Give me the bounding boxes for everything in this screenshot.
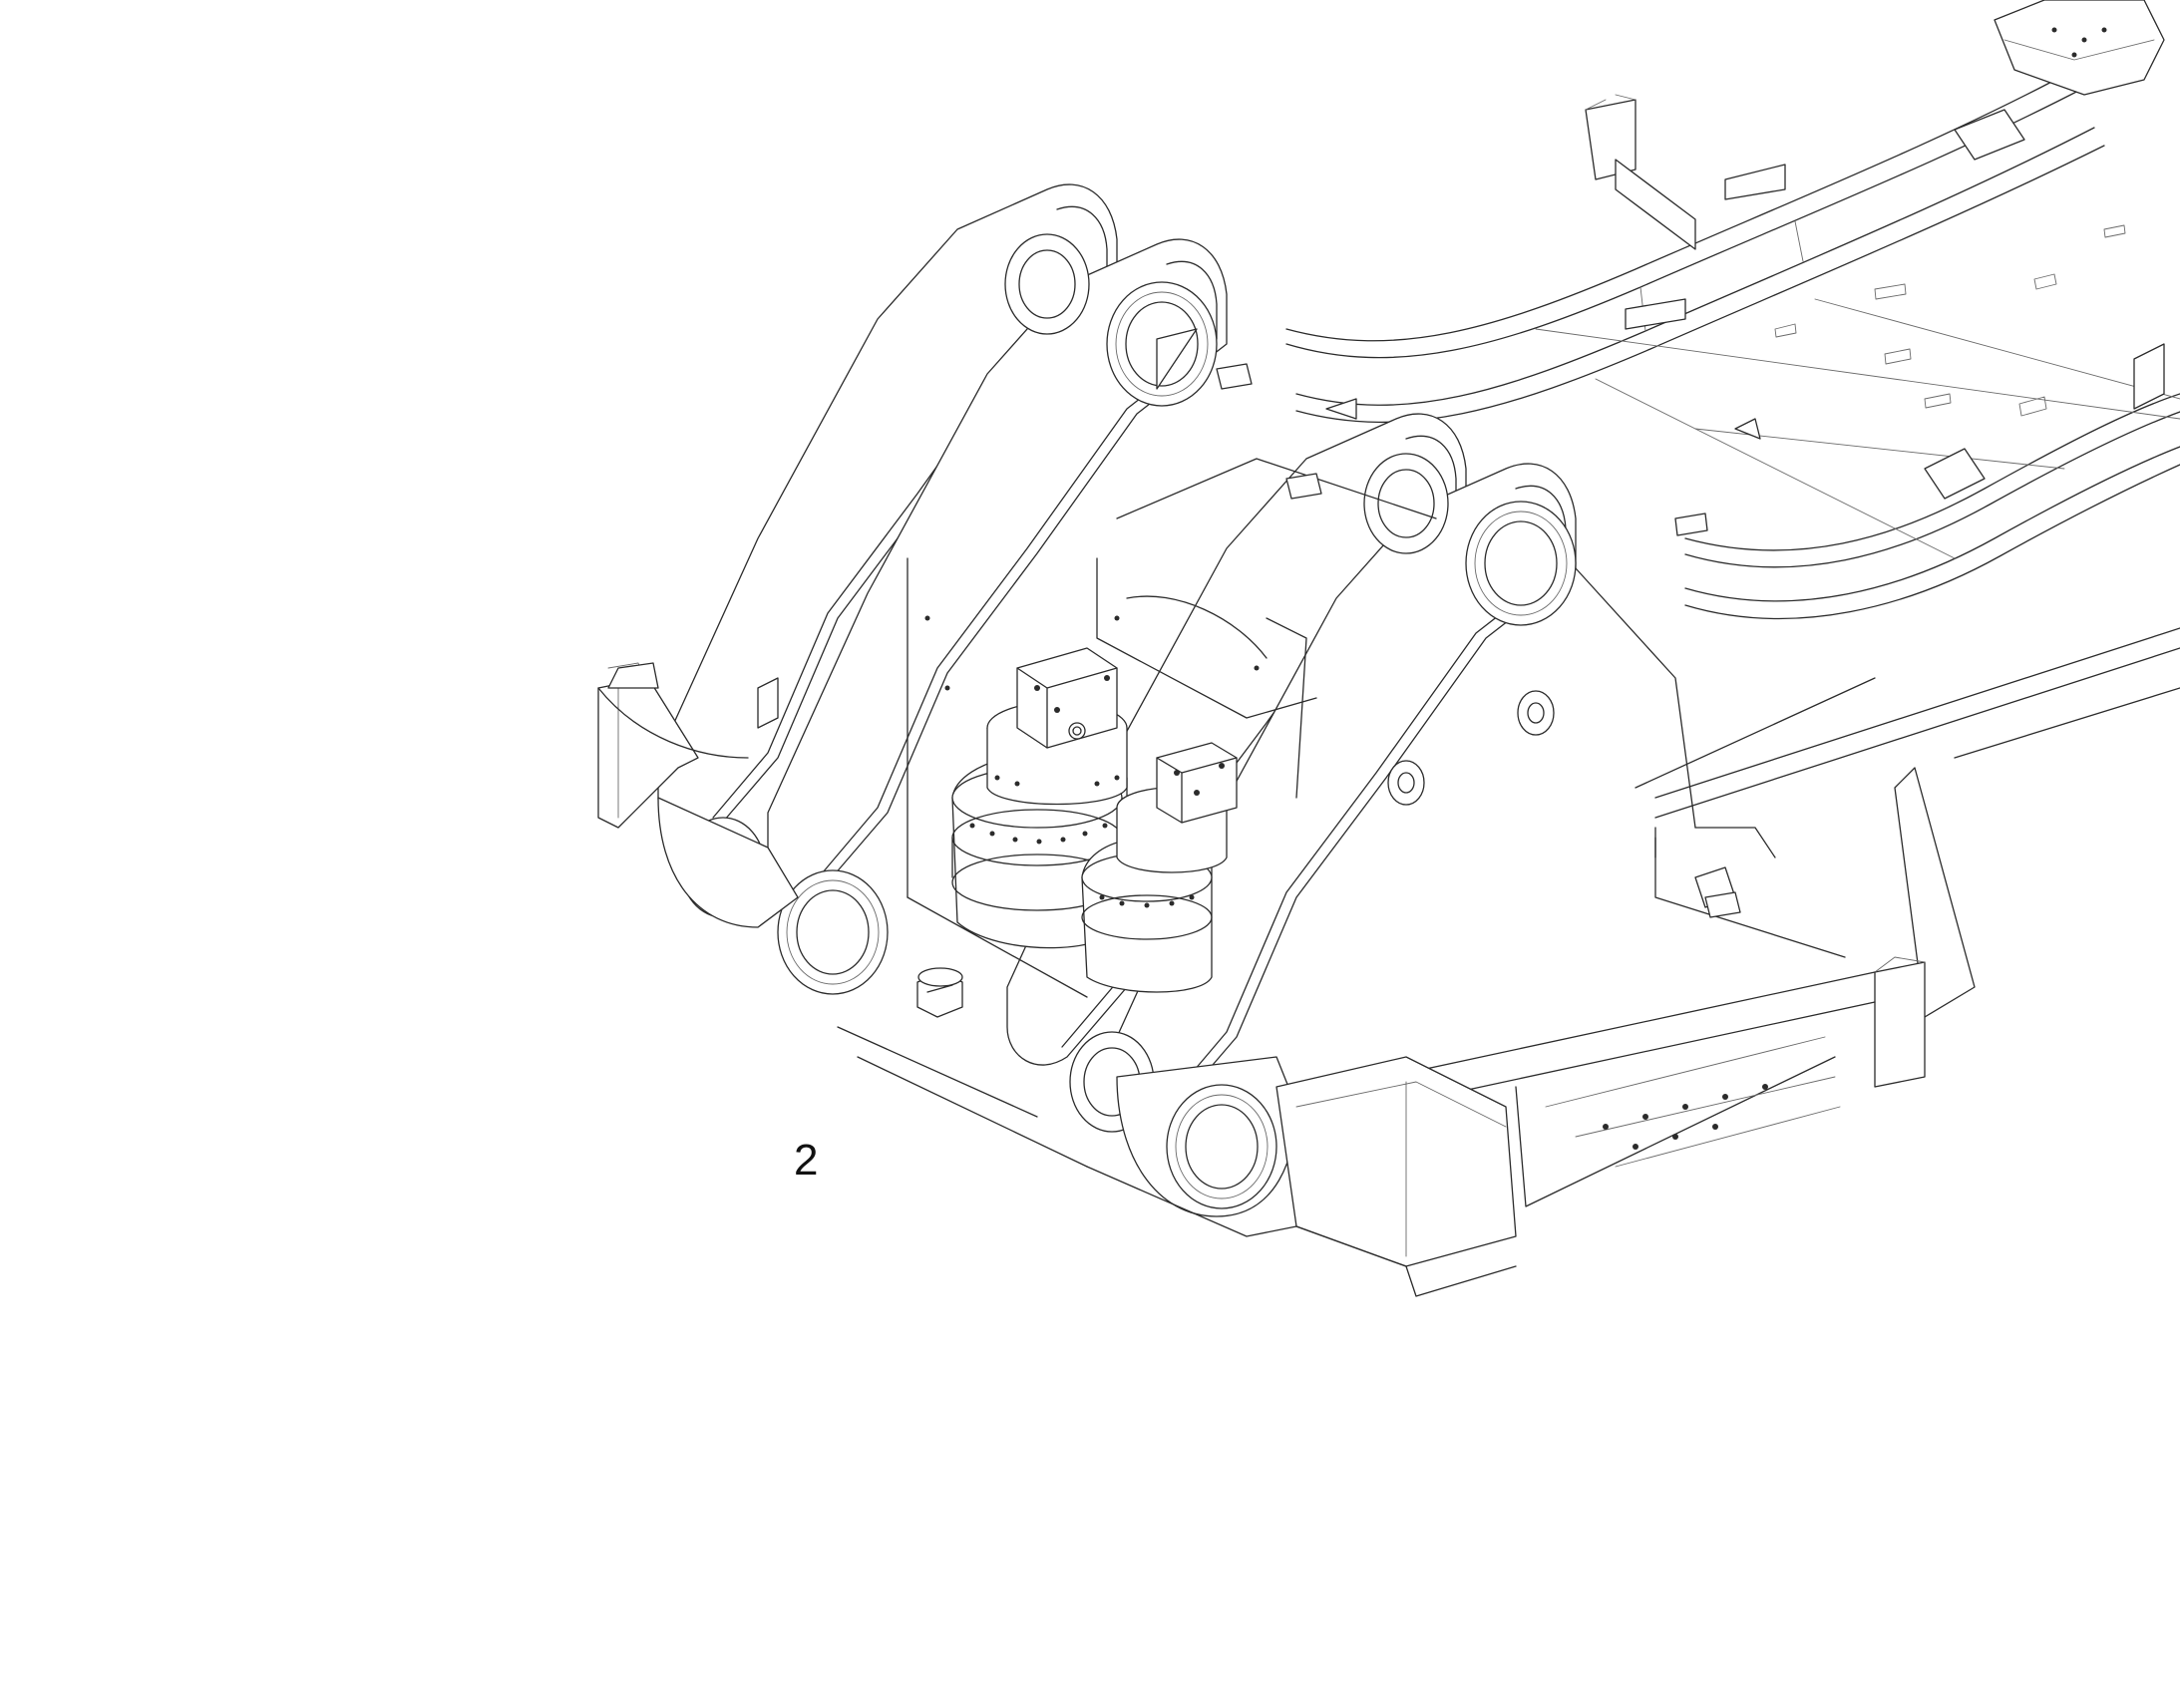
hydraulic-motor-right (1081, 742, 1238, 993)
rear-chassis-frame (1285, 0, 2180, 620)
front-frame-extension (1295, 627, 2180, 1207)
front-left-bracket (597, 662, 779, 759)
callout-label: 2 (794, 1136, 819, 1185)
hydraulic-fitting (916, 967, 963, 1018)
loader-tower-assembly (597, 183, 1876, 1297)
